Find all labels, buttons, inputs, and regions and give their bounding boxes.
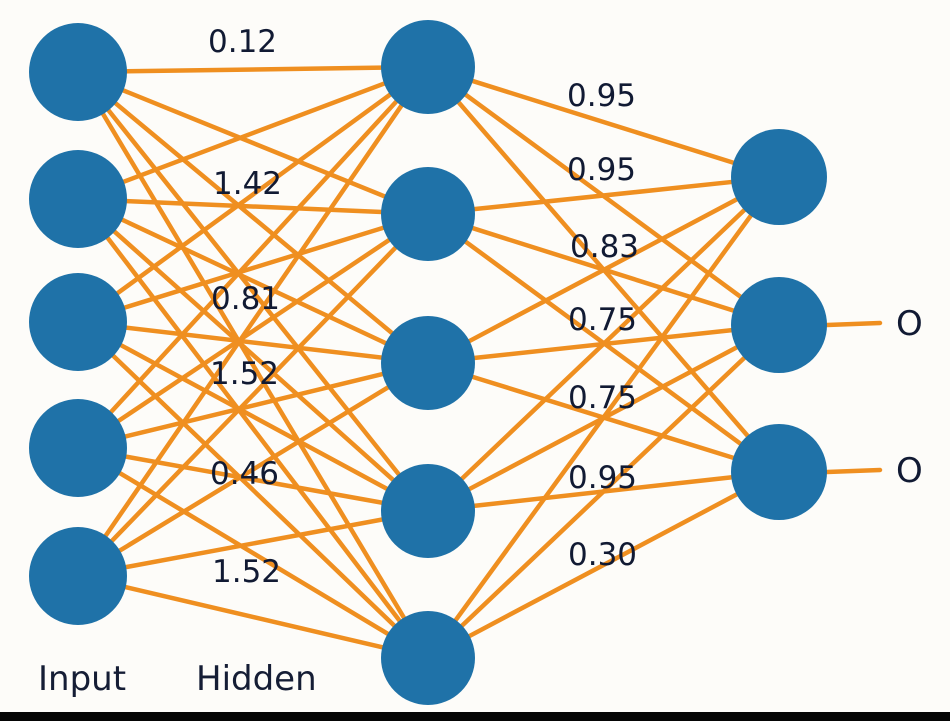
hidden-node-3 bbox=[381, 316, 475, 410]
edge-h1-o1 bbox=[468, 78, 738, 166]
edge-i3-h1 bbox=[113, 91, 394, 297]
edge-i4-h4 bbox=[122, 454, 386, 506]
output-node-1 bbox=[731, 129, 827, 225]
w-ho-1: 0.95 bbox=[567, 78, 637, 114]
w-ih-3: 0.81 bbox=[211, 281, 281, 317]
edge-i1-h1 bbox=[122, 65, 386, 74]
edge-i2-h4 bbox=[110, 228, 397, 484]
edge-h3-o1 bbox=[465, 196, 741, 345]
edges-input-to-hidden bbox=[99, 65, 408, 650]
w-ho-4: 0.75 bbox=[568, 302, 638, 338]
hidden-layer-label: Hidden bbox=[196, 659, 317, 699]
output-node-2 bbox=[731, 277, 827, 373]
w-ih-6: 1.52 bbox=[212, 554, 282, 590]
edge-h2-o1 bbox=[470, 179, 736, 212]
w-ho-6: 0.95 bbox=[568, 460, 638, 496]
edge-h5-o1 bbox=[452, 211, 755, 624]
input-node-4 bbox=[29, 399, 127, 497]
w-ih-4: 1.52 bbox=[210, 356, 280, 392]
edges-hidden-to-output bbox=[452, 78, 755, 640]
w-ho-5: 0.75 bbox=[568, 380, 638, 416]
input-node-5 bbox=[29, 527, 127, 625]
edge-i4-h2 bbox=[114, 236, 393, 425]
edge-h5-o2 bbox=[458, 354, 748, 630]
output-label-1: O bbox=[896, 304, 923, 344]
edge-i2-h1 bbox=[119, 80, 389, 185]
w-ho-3: 0.83 bbox=[570, 229, 640, 265]
w-ih-2: 1.42 bbox=[213, 166, 283, 202]
hidden-node-5 bbox=[381, 611, 475, 705]
edge-i4-h3 bbox=[121, 371, 387, 440]
stub-o3 bbox=[824, 467, 883, 475]
edge-h5-o3 bbox=[465, 491, 741, 640]
input-layer-label: Input bbox=[38, 659, 127, 699]
edge-i3-h5 bbox=[109, 352, 398, 630]
edge-i5-h2 bbox=[108, 244, 399, 545]
edge-i2-h3 bbox=[118, 216, 390, 347]
edge-i3-h4 bbox=[117, 342, 391, 492]
input-layer-nodes bbox=[29, 23, 127, 625]
output-node-3 bbox=[731, 424, 827, 520]
hidden-layer-nodes bbox=[381, 20, 475, 705]
edge-i1-h5 bbox=[99, 110, 408, 622]
edge-i5-h4 bbox=[121, 516, 387, 570]
w-ho-2: 0.95 bbox=[567, 152, 637, 188]
edge-i4-h5 bbox=[116, 469, 392, 638]
edge-i3-h2 bbox=[120, 225, 388, 311]
edge-i3-h3 bbox=[122, 325, 386, 361]
edge-h4-o1 bbox=[458, 206, 748, 483]
edge-i5-h1 bbox=[102, 101, 405, 540]
w-ho-7: 0.30 bbox=[568, 537, 638, 573]
edge-i2-h5 bbox=[104, 234, 403, 625]
hidden-node-1 bbox=[381, 20, 475, 114]
input-node-1 bbox=[29, 23, 127, 121]
edge-i4-h1 bbox=[107, 97, 400, 416]
input-node-2 bbox=[29, 150, 127, 248]
output-label-2: O bbox=[896, 451, 923, 491]
bottom-border-band bbox=[0, 712, 950, 721]
hidden-node-2 bbox=[381, 167, 475, 261]
w-ih-5: 0.46 bbox=[210, 456, 280, 492]
output-stub-lines bbox=[824, 320, 883, 475]
output-layer-nodes bbox=[731, 129, 827, 520]
edge-i5-h5 bbox=[121, 584, 387, 650]
w-ih-1: 0.12 bbox=[208, 24, 278, 60]
edge-i2-h2 bbox=[122, 198, 386, 215]
input-node-3 bbox=[29, 273, 127, 371]
edge-i5-h3 bbox=[115, 384, 392, 554]
hidden-node-4 bbox=[381, 464, 475, 558]
stub-o2 bbox=[824, 320, 883, 328]
edge-i1-h2 bbox=[119, 87, 389, 200]
